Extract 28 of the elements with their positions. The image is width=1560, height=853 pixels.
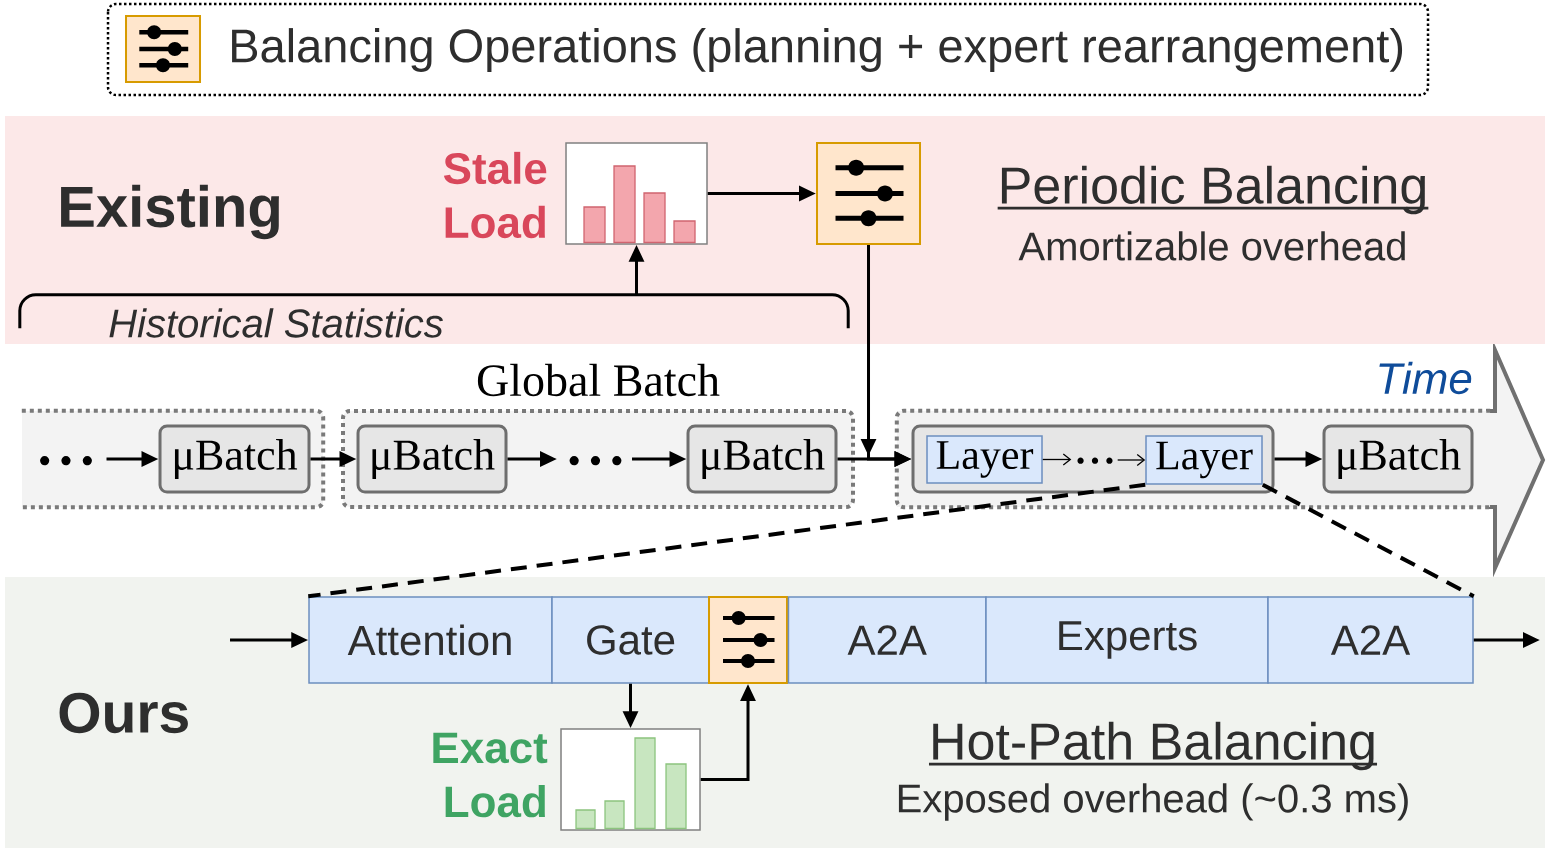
arrow bbox=[1042, 453, 1072, 466]
direction-label: Time bbox=[1379, 361, 1472, 395]
group-heading: Global Batch bbox=[477, 363, 720, 397]
stage-cell: Experts bbox=[985, 596, 1269, 684]
ellipsis: • • • bbox=[1077, 457, 1113, 464]
arrow bbox=[1117, 453, 1146, 467]
bracket-label: Historical Statistics bbox=[109, 308, 443, 338]
section-subtitle: Exposed overhead (~0.3 ms) bbox=[898, 783, 1408, 821]
zoom-line bbox=[1261, 483, 1475, 598]
stage-cell: A2A bbox=[787, 596, 987, 684]
zoom-line bbox=[308, 482, 1146, 599]
stage-cell: Attention bbox=[308, 596, 553, 684]
batch-box: μBatch bbox=[158, 424, 311, 494]
layer-box: Layer bbox=[926, 435, 1043, 484]
batch-box: μBatch bbox=[356, 424, 508, 494]
batch-box: μBatch bbox=[1322, 424, 1474, 494]
chart-heading: Exact Load bbox=[433, 732, 548, 818]
section-title: Hot-Path Balancing bbox=[929, 721, 1378, 771]
legend-box: Balancing Operations (planning + expert rearrangement) bbox=[106, 2, 1430, 97]
ellipsis: • • • bbox=[40, 456, 92, 466]
stage-cell: Gate bbox=[551, 596, 710, 684]
chart-heading: Stale Load bbox=[443, 151, 547, 239]
ellipsis: • • • bbox=[569, 456, 622, 466]
section-subtitle: Amortizable overhead bbox=[1018, 231, 1405, 261]
layer-box: Layer bbox=[1145, 435, 1263, 485]
section-title: Periodic Balancing bbox=[997, 165, 1429, 215]
batch-box: μBatch bbox=[686, 424, 838, 494]
stage-cell: A2A bbox=[1267, 596, 1474, 684]
